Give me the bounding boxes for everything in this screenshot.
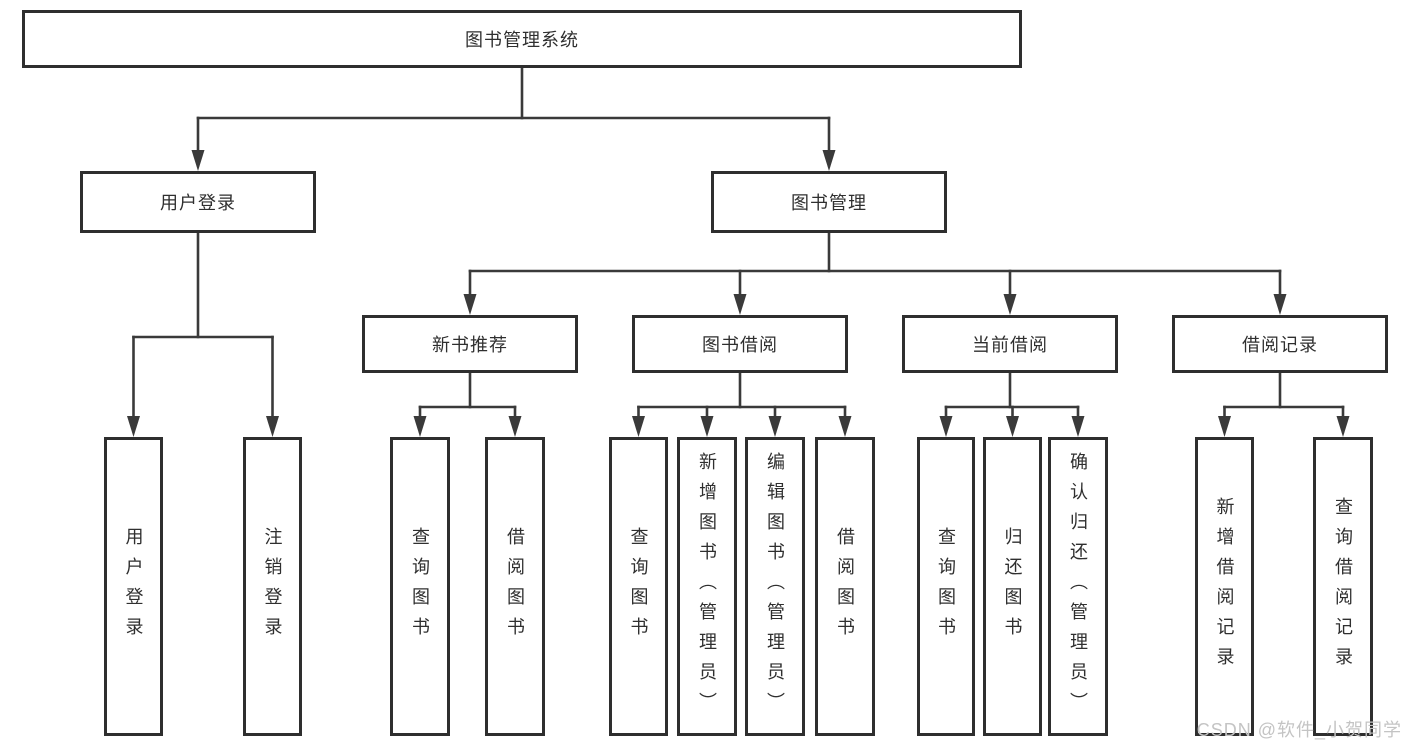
node-label: 归还图书 <box>1002 526 1023 647</box>
arrowheads <box>127 150 1350 437</box>
leaf-borrow-book-recommend: 借阅图书 <box>485 437 545 736</box>
node-user-login: 用户登录 <box>80 171 316 233</box>
node-label: 借阅图书 <box>505 526 525 647</box>
leaf-query-book-recommend: 查询图书 <box>390 437 450 736</box>
leaf-user-login: 用户登录 <box>104 437 163 736</box>
node-label: 新增借阅记录 <box>1214 496 1235 677</box>
node-book-management: 图书管理 <box>711 171 947 233</box>
node-label: 当前借阅 <box>972 335 1048 355</box>
node-label: 新增图书（管理员） <box>697 451 717 722</box>
node-label: 注销登录 <box>262 526 283 647</box>
node-label: 新书推荐 <box>432 335 508 355</box>
leaf-borrow-book: 借阅图书 <box>815 437 875 736</box>
node-label: 查询图书 <box>936 526 956 647</box>
node-label: 借阅记录 <box>1242 335 1318 355</box>
node-new-book-recommend: 新书推荐 <box>362 315 578 373</box>
node-label: 查询借阅记录 <box>1333 496 1353 677</box>
node-label: 用户登录 <box>123 526 144 647</box>
leaf-add-book-admin: 新增图书（管理员） <box>677 437 737 736</box>
node-label: 查询图书 <box>410 526 430 647</box>
node-borrow-records: 借阅记录 <box>1172 315 1388 373</box>
node-label: 查询图书 <box>628 526 649 647</box>
leaf-logout: 注销登录 <box>243 437 302 736</box>
node-label: 图书管理系统 <box>465 30 579 50</box>
leaf-edit-book-admin: 编辑图书（管理员） <box>745 437 805 736</box>
node-book-borrow: 图书借阅 <box>632 315 848 373</box>
leaf-return-book: 归还图书 <box>983 437 1042 736</box>
node-current-borrow: 当前借阅 <box>902 315 1118 373</box>
node-label: 编辑图书（管理员） <box>765 451 785 722</box>
leaf-query-borrow-record: 查询借阅记录 <box>1313 437 1373 736</box>
leaf-query-book-current: 查询图书 <box>917 437 975 736</box>
node-label: 图书管理 <box>791 193 867 213</box>
leaf-query-book-borrow: 查询图书 <box>609 437 668 736</box>
leaf-add-borrow-record: 新增借阅记录 <box>1195 437 1254 736</box>
node-root: 图书管理系统 <box>22 10 1022 68</box>
node-label: 图书借阅 <box>702 335 778 355</box>
leaf-confirm-return-admin: 确认归还（管理员） <box>1048 437 1108 736</box>
csdn-watermark: CSDN @软件_小贺同学 <box>1196 720 1402 740</box>
node-label: 用户登录 <box>160 193 236 213</box>
node-label: 确认归还（管理员） <box>1068 451 1088 722</box>
node-label: 借阅图书 <box>835 526 855 647</box>
